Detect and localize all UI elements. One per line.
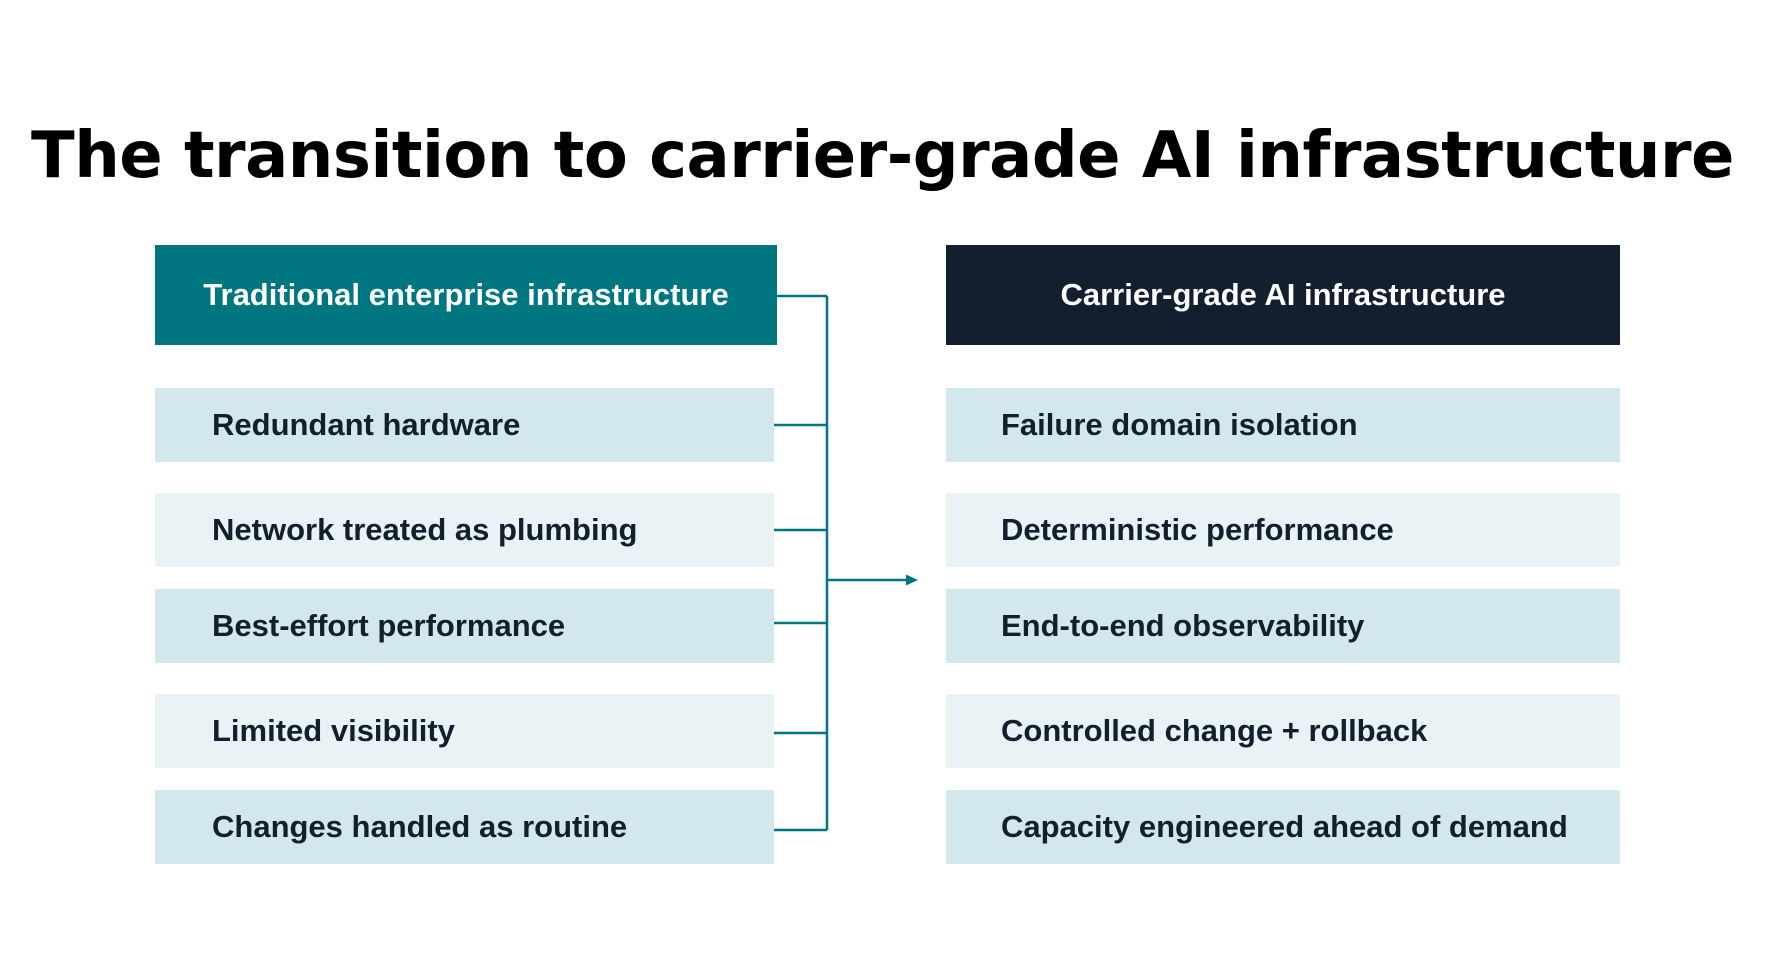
- right-column-header: Carrier-grade AI infrastructure: [946, 245, 1620, 345]
- right-item-controlled-change: Controlled change + rollback: [946, 694, 1620, 768]
- bracket-lines: [774, 294, 907, 832]
- left-item-limited-visibility: Limited visibility: [155, 694, 774, 768]
- left-item-best-effort: Best-effort performance: [155, 589, 774, 663]
- left-column-header: Traditional enterprise infrastructure: [155, 245, 777, 345]
- arrow-head-icon: [906, 574, 918, 586]
- left-item-changes-routine: Changes handled as routine: [155, 790, 774, 864]
- right-item-observability: End-to-end observability: [946, 589, 1620, 663]
- right-item-failure-domain: Failure domain isolation: [946, 388, 1620, 462]
- right-item-deterministic: Deterministic performance: [946, 493, 1620, 567]
- left-item-redundant-hardware: Redundant hardware: [155, 388, 774, 462]
- left-item-network-plumbing: Network treated as plumbing: [155, 493, 774, 567]
- page-title: The transition to carrier-grade AI infra…: [31, 119, 1734, 193]
- right-item-capacity: Capacity engineered ahead of demand: [946, 790, 1620, 864]
